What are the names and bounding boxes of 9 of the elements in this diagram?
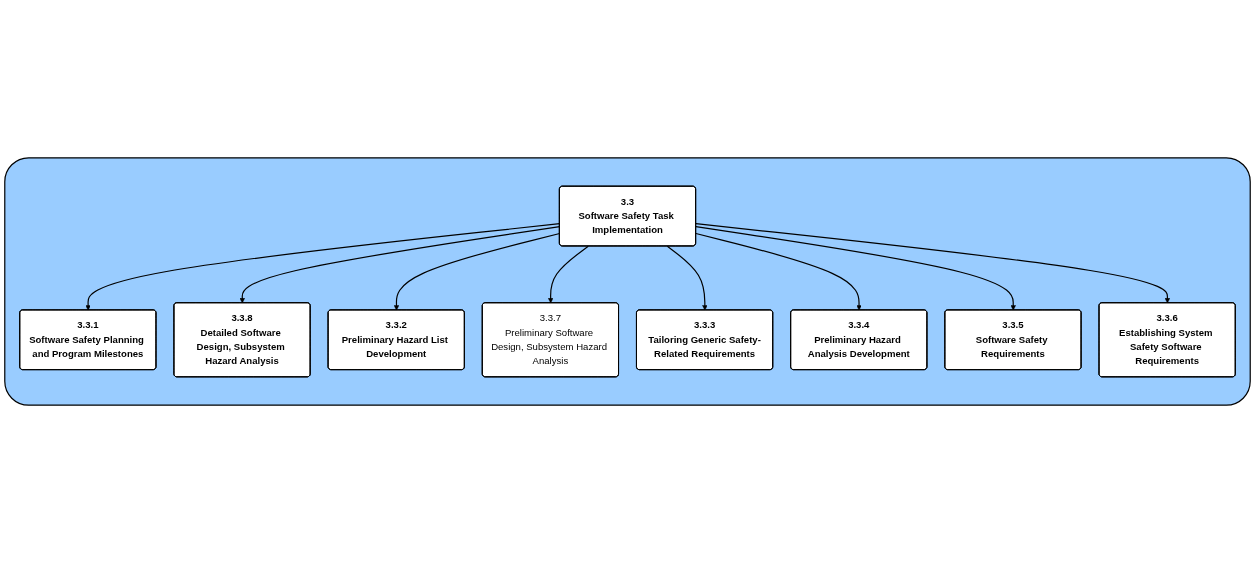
arrow bbox=[695, 232, 862, 311]
cluster bbox=[4, 157, 1251, 406]
arrow bbox=[695, 223, 1171, 304]
arrow bbox=[695, 226, 1016, 311]
arrow bbox=[393, 232, 561, 311]
arrow bbox=[666, 245, 708, 311]
arrow bbox=[548, 245, 589, 304]
arrow bbox=[85, 223, 561, 311]
arrow bbox=[239, 226, 561, 304]
